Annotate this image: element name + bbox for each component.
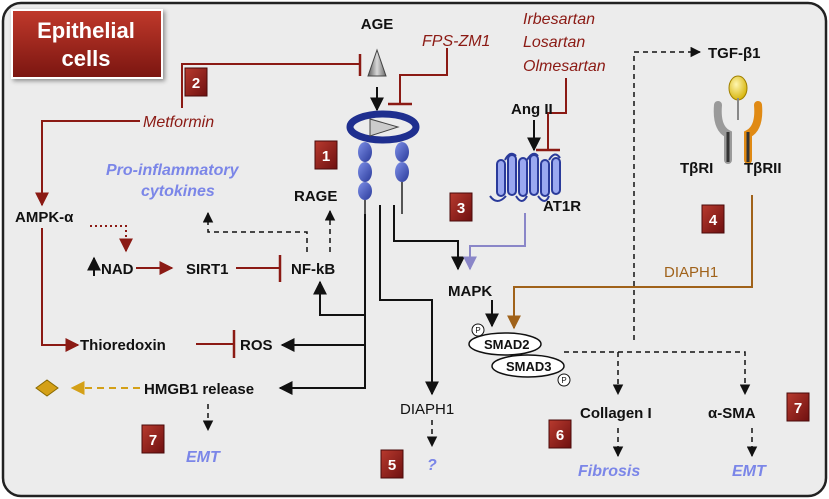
smad3-oval bbox=[491, 354, 565, 378]
irbesartan-label: Irbesartan bbox=[523, 11, 595, 28]
at1r-mapk-arrow bbox=[463, 213, 526, 271]
ampk-nad-arrow bbox=[90, 225, 133, 253]
smad-asma-arrow bbox=[564, 351, 751, 396]
age-label: AGE bbox=[361, 16, 394, 33]
hmgb1-label: HMGB1 release bbox=[144, 381, 254, 398]
badge-4: 4 bbox=[701, 204, 725, 234]
fps-zm1-label: FPS-ZM1 bbox=[422, 33, 490, 50]
svg-text:7: 7 bbox=[794, 400, 802, 417]
title-line1: Epithelial bbox=[37, 18, 135, 43]
losartan-label: Losartan bbox=[523, 34, 585, 51]
svg-text:1: 1 bbox=[322, 148, 330, 165]
smad2-phospho bbox=[471, 323, 485, 337]
svg-text:7: 7 bbox=[149, 432, 157, 449]
sirt1-label: SIRT1 bbox=[186, 261, 229, 278]
mapk-label: MAPK bbox=[448, 283, 492, 300]
svg-text:5: 5 bbox=[388, 457, 396, 474]
diaph1-right-label: DIAPH1 bbox=[664, 264, 718, 281]
diaph1-smad-arrow bbox=[507, 195, 753, 330]
smad2-label: SMAD2 bbox=[484, 337, 530, 352]
asma-label: α-SMA bbox=[708, 405, 756, 422]
proinflam-label-1: Pro-inflammatory bbox=[106, 162, 240, 179]
olmesartan-label: Olmesartan bbox=[523, 58, 606, 75]
tgf-receptor-icon bbox=[713, 75, 763, 164]
tbrii-label: TβRII bbox=[744, 160, 782, 177]
emt-left-label: EMT bbox=[186, 449, 221, 466]
diaph1-center-label: DIAPH1 bbox=[400, 401, 454, 418]
badges: 2 1 3 4 5 6 7 7 bbox=[141, 67, 810, 479]
svg-text:3: 3 bbox=[457, 200, 465, 217]
rage-hmgb1-arrow bbox=[278, 345, 366, 395]
tbri-label: TβRI bbox=[680, 160, 713, 177]
title-box: Epithelial cells bbox=[11, 9, 163, 79]
nfkb-label: NF-kB bbox=[291, 261, 335, 278]
smad3-phospho bbox=[557, 373, 571, 387]
smad2-p-label: P bbox=[475, 326, 480, 335]
thioredoxin-label: Thioredoxin bbox=[80, 337, 166, 354]
svg-text:2: 2 bbox=[192, 75, 200, 92]
rage-receptor-icon bbox=[346, 110, 420, 214]
nfkb-cytokine-arrow bbox=[202, 211, 308, 252]
badge-6: 6 bbox=[548, 419, 572, 449]
nad-label: NAD bbox=[101, 261, 134, 278]
badge-3: 3 bbox=[449, 192, 473, 222]
fps-rage-inhibit bbox=[399, 48, 448, 103]
fibrosis-label: Fibrosis bbox=[578, 463, 640, 480]
proinflam-label-2: cytokines bbox=[141, 183, 215, 200]
emt-right-label: EMT bbox=[732, 463, 767, 480]
smad3-p-label: P bbox=[561, 376, 566, 385]
rage-nfkb-arrow bbox=[313, 280, 365, 316]
badge-5: 5 bbox=[380, 449, 404, 479]
smad-complex bbox=[468, 323, 571, 387]
at1r-label: AT1R bbox=[543, 198, 581, 215]
metformin-ampk-arrow bbox=[35, 120, 140, 207]
badge-7-left: 7 bbox=[141, 424, 165, 454]
rage-mapk-arrow bbox=[393, 205, 465, 271]
badge-7-right: 7 bbox=[786, 392, 810, 422]
badge-1: 1 bbox=[314, 140, 338, 170]
title-line2: cells bbox=[62, 46, 111, 71]
rage-diaph1-arrow bbox=[379, 205, 439, 396]
smad2-oval bbox=[468, 332, 542, 356]
metformin-label: Metformin bbox=[143, 114, 214, 131]
svg-text:4: 4 bbox=[709, 212, 718, 229]
question-label: ? bbox=[427, 457, 437, 474]
ampk-thioredoxin-arrow bbox=[41, 228, 80, 352]
rage-label: RAGE bbox=[294, 188, 337, 205]
smad3-label: SMAD3 bbox=[506, 359, 552, 374]
smad-tgf-loop-arrow bbox=[633, 46, 702, 340]
badge-2: 2 bbox=[184, 67, 208, 97]
ros-label: ROS bbox=[240, 337, 273, 354]
svg-text:6: 6 bbox=[556, 427, 564, 444]
ampk-label: AMPK-α bbox=[15, 209, 74, 226]
age-cone-icon bbox=[367, 48, 387, 77]
at1r-receptor-icon bbox=[489, 152, 561, 202]
ang-ii-label: Ang II bbox=[511, 101, 553, 118]
metformin-age-inhibit bbox=[181, 63, 360, 108]
tgf-b1-label: TGF-β1 bbox=[708, 45, 761, 62]
sartan-at1r-inhibit bbox=[547, 78, 567, 150]
collagen-label: Collagen I bbox=[580, 405, 652, 422]
hmgb1-diamond-icon bbox=[35, 379, 59, 397]
